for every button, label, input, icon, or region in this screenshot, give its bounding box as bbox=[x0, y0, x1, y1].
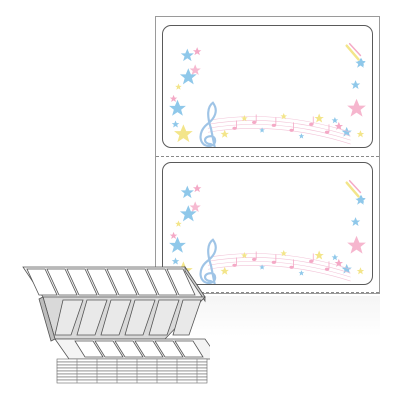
fanfold-label-stack bbox=[15, 255, 220, 390]
label-bottom bbox=[162, 162, 373, 285]
music-stars-design bbox=[163, 26, 372, 147]
label-top bbox=[162, 25, 373, 148]
label-sheet bbox=[155, 16, 380, 294]
perforation-line bbox=[156, 292, 379, 293]
perforation-line bbox=[156, 156, 379, 157]
fanfold-stack-illustration bbox=[22, 265, 220, 384]
star-icon bbox=[169, 44, 366, 147]
